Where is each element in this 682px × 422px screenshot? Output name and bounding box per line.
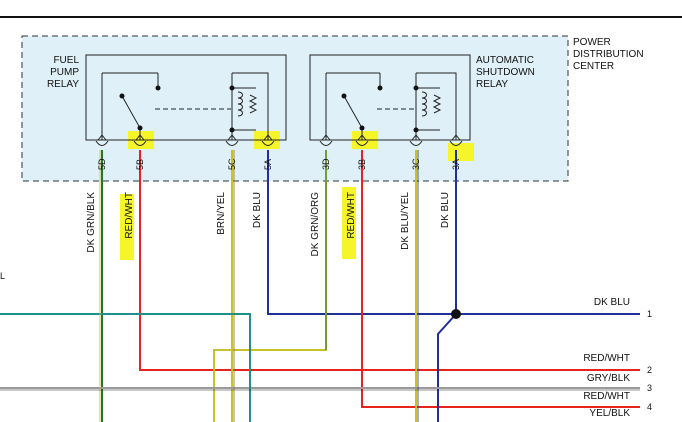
- right-wire-number: 1: [647, 309, 652, 319]
- label-line: AUTOMATIC: [476, 55, 534, 66]
- fuel-pump-relay-box: [85, 54, 287, 141]
- terminal-cup: [355, 140, 369, 146]
- right-wire-label: RED/WHT: [583, 353, 630, 364]
- label-line: SHUTDOWN: [476, 67, 535, 78]
- asd-relay-box: [309, 54, 471, 141]
- splice-dot: [451, 309, 461, 319]
- right-wire-label: GRY/BLK: [587, 373, 630, 384]
- power-distribution-center-box: [21, 35, 569, 182]
- terminal-cup: [261, 140, 275, 146]
- wire-color-labels: DK GRN/BLK RED/WHT BRN/YEL DK BLU DK GRN/ORG…: [86, 192, 451, 257]
- terminal-arrow: [357, 134, 367, 141]
- wire-segment: [267, 150, 640, 315]
- terminal-label-5b: 5B: [135, 159, 145, 170]
- right-wire-number: 3: [647, 383, 652, 393]
- terminal-labels: 5D 5B 5C 5A 3D 3B 3C 3A: [97, 158, 461, 170]
- right-wire-label: DK BLU: [594, 297, 630, 308]
- wire-segment: [361, 150, 640, 408]
- label-line: DISTRIBUTION: [573, 49, 644, 60]
- label-line: POWER: [573, 37, 611, 48]
- terminal-marks: [95, 134, 463, 146]
- highlight-marks: [120, 131, 474, 260]
- wire-segment: [437, 150, 457, 422]
- terminal-cup: [449, 140, 463, 146]
- terminal-label-3c: 3C: [411, 158, 421, 170]
- label-line: PUMP: [50, 67, 79, 78]
- wire-color-label: BRN/YEL: [216, 192, 227, 235]
- wire-color-label: DK BLU: [252, 192, 263, 228]
- edge-fragment-label: L: [0, 271, 5, 281]
- wire-color-label: DK GRN/ORG: [310, 192, 321, 257]
- terminal-cup: [95, 140, 109, 146]
- wire-segment: [0, 313, 251, 422]
- wire-color-label: RED/WHT: [124, 192, 135, 239]
- wires: [0, 150, 640, 422]
- wire-segment: [213, 150, 327, 422]
- terminal-cup: [225, 140, 239, 146]
- right-wire-label: RED/WHT: [583, 391, 630, 402]
- fuel-pump-relay-dots: [119, 85, 235, 133]
- label-line: RELAY: [47, 79, 79, 90]
- terminal-arrow: [263, 134, 273, 141]
- terminal-arrow: [411, 134, 421, 141]
- label-line: FUEL: [53, 55, 79, 66]
- terminal-label-5d: 5D: [97, 158, 107, 170]
- wire-color-label: DK BLU/YEL: [400, 192, 411, 250]
- terminal-label-5a: 5A: [263, 159, 273, 170]
- terminal-label-5c: 5C: [227, 158, 237, 170]
- terminal-label-3d: 3D: [321, 158, 331, 170]
- right-wire-label: YEL/BLK: [589, 408, 630, 419]
- asd-relay-dots: [341, 85, 419, 133]
- right-wire-number: 2: [647, 365, 652, 375]
- wire-segment: [139, 150, 640, 371]
- label-line: RELAY: [476, 79, 508, 90]
- terminal-arrow: [227, 134, 237, 141]
- label-line: CENTER: [573, 61, 614, 72]
- right-wire-number: 4: [647, 402, 652, 412]
- wire-color-label: DK BLU: [440, 192, 451, 228]
- terminal-cup: [133, 140, 147, 146]
- terminal-arrow: [321, 134, 331, 141]
- wire-color-label: DK GRN/BLK: [86, 192, 97, 253]
- terminal-arrow: [97, 134, 107, 141]
- terminal-cup: [319, 140, 333, 146]
- wire-color-label: RED/WHT: [346, 192, 357, 239]
- terminal-label-3a: 3A: [451, 159, 461, 170]
- terminal-arrow: [135, 134, 145, 141]
- terminal-label-3b: 3B: [357, 159, 367, 170]
- terminal-cup: [409, 140, 423, 146]
- terminal-arrow: [451, 134, 461, 141]
